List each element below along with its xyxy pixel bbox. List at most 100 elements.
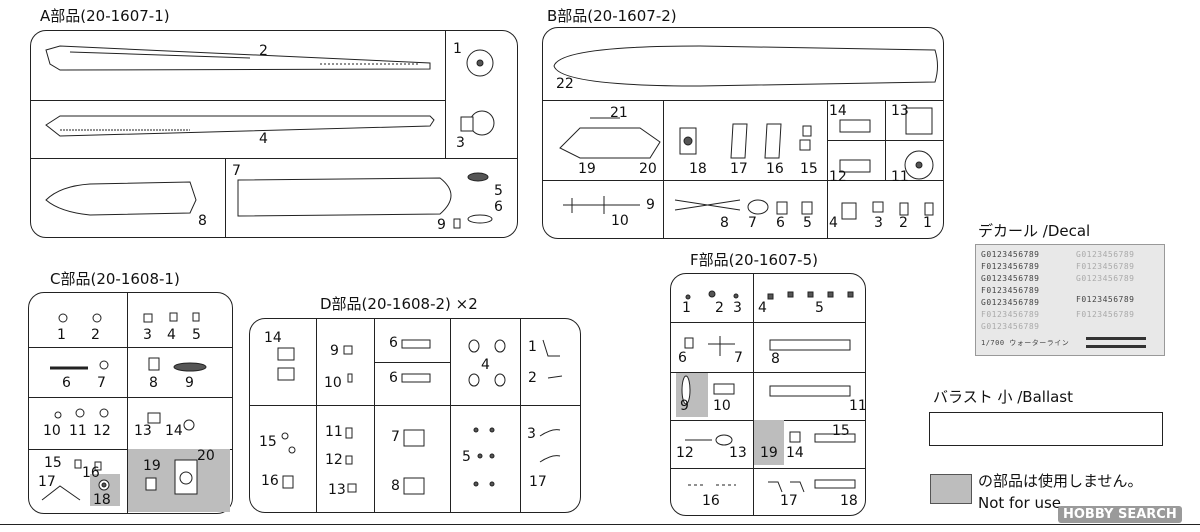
decal-row: F0123456789	[1076, 295, 1135, 304]
label: 17	[38, 474, 56, 490]
label: 5	[192, 327, 201, 343]
label: 2	[715, 300, 724, 316]
label: 12	[676, 445, 694, 461]
decal-row: F0123456789	[981, 310, 1040, 319]
label: 12	[325, 452, 343, 468]
decal-row: G0123456789	[1076, 250, 1135, 259]
label: 5	[815, 300, 824, 316]
label: 4	[758, 300, 767, 316]
label: 10	[43, 423, 61, 439]
sprue-a-title: A部品(20-1607-1)	[40, 7, 170, 25]
label: 3	[527, 426, 536, 442]
label: 16	[82, 465, 100, 481]
label: 3	[143, 327, 152, 343]
decal-title: デカール /Decal	[978, 222, 1091, 240]
label: 16	[702, 493, 720, 509]
label: 19	[760, 445, 778, 461]
label: 16	[766, 161, 784, 177]
label: 5	[803, 215, 812, 231]
decal-caption: 1/700 ウォーターライン	[981, 339, 1070, 347]
label: 12	[93, 423, 111, 439]
label: 14	[829, 103, 847, 119]
decal-row: F0123456789	[1076, 310, 1135, 319]
label: 1	[682, 300, 691, 316]
label: 8	[720, 215, 729, 231]
label: 2	[899, 215, 908, 231]
label: 5	[462, 449, 471, 465]
sprue-f-parts	[681, 290, 856, 493]
label: 3	[456, 135, 465, 151]
label: 9	[680, 398, 689, 414]
label: 5	[494, 183, 503, 199]
label: 10	[324, 375, 342, 391]
label: 15	[832, 423, 850, 439]
label: 9	[330, 343, 339, 359]
label: 16	[261, 473, 279, 489]
label: 11	[849, 398, 867, 414]
label: 7	[97, 375, 106, 391]
decal-row: G0123456789	[1076, 274, 1135, 283]
label: 19	[578, 161, 596, 177]
ballast-box	[929, 412, 1163, 446]
label: 13	[328, 482, 346, 498]
label: 4	[481, 357, 490, 373]
label: 17	[780, 493, 798, 509]
label: 8	[391, 478, 400, 494]
label: 8	[198, 213, 207, 229]
label: 1	[923, 215, 932, 231]
label: 3	[874, 215, 883, 231]
label: 12	[829, 169, 847, 185]
label: 10	[713, 398, 731, 414]
label: 10	[611, 213, 629, 229]
label: 4	[829, 215, 838, 231]
label: 15	[259, 434, 277, 450]
decal-row: G0123456789	[981, 250, 1040, 259]
label: 11	[325, 424, 343, 440]
label: 18	[689, 161, 707, 177]
label: 13	[729, 445, 747, 461]
label: 21	[610, 105, 628, 121]
label: 6	[389, 370, 398, 386]
label: 17	[730, 161, 748, 177]
sprue-b-parts	[553, 45, 938, 220]
sprue-d-parts	[277, 339, 563, 495]
unused-legend-swatch	[930, 474, 972, 504]
label: 6	[494, 199, 503, 215]
label: 2	[259, 43, 268, 59]
label: 20	[639, 161, 657, 177]
label: 6	[62, 375, 71, 391]
unused-shade	[676, 373, 708, 417]
ballast-title: バラスト 小 /Ballast	[933, 388, 1073, 406]
label: 17	[529, 474, 547, 490]
label: 14	[786, 445, 804, 461]
sprue-f-title: F部品(20-1607-5)	[690, 251, 818, 269]
decal-row: G0123456789	[981, 322, 1040, 331]
label: 2	[528, 370, 537, 386]
decal-row: F0123456789	[981, 262, 1040, 271]
watermark: HOBBY SEARCH	[1058, 506, 1182, 523]
sprue-d-title: D部品(20-1608-2) ×2	[320, 295, 478, 313]
label: 13	[891, 103, 909, 119]
sprue-b-title: B部品(20-1607-2)	[547, 7, 677, 25]
label: 9	[437, 217, 446, 233]
decal-row: G0123456789	[981, 274, 1040, 283]
sprue-a-parts	[45, 45, 495, 229]
legend-text-jp: の部品は使用しません。	[978, 472, 1143, 490]
label: 18	[840, 493, 858, 509]
label: 1	[57, 327, 66, 343]
decal-sheet: G0123456789 G0123456789 F0123456789 F012…	[975, 244, 1165, 356]
label: 7	[391, 429, 400, 445]
legend-text-en: Not for use	[978, 494, 1061, 512]
label: 11	[69, 423, 87, 439]
label: 6	[776, 215, 785, 231]
label: 15	[44, 455, 62, 471]
decal-row: F0123456789	[981, 286, 1040, 295]
label: 1	[528, 339, 537, 355]
label: 22	[556, 76, 574, 92]
label: 1	[453, 41, 462, 57]
label: 7	[748, 215, 757, 231]
label: 7	[734, 350, 743, 366]
label: 9	[646, 197, 655, 213]
decal-row: G0123456789	[981, 298, 1040, 307]
label: 19	[143, 458, 161, 474]
